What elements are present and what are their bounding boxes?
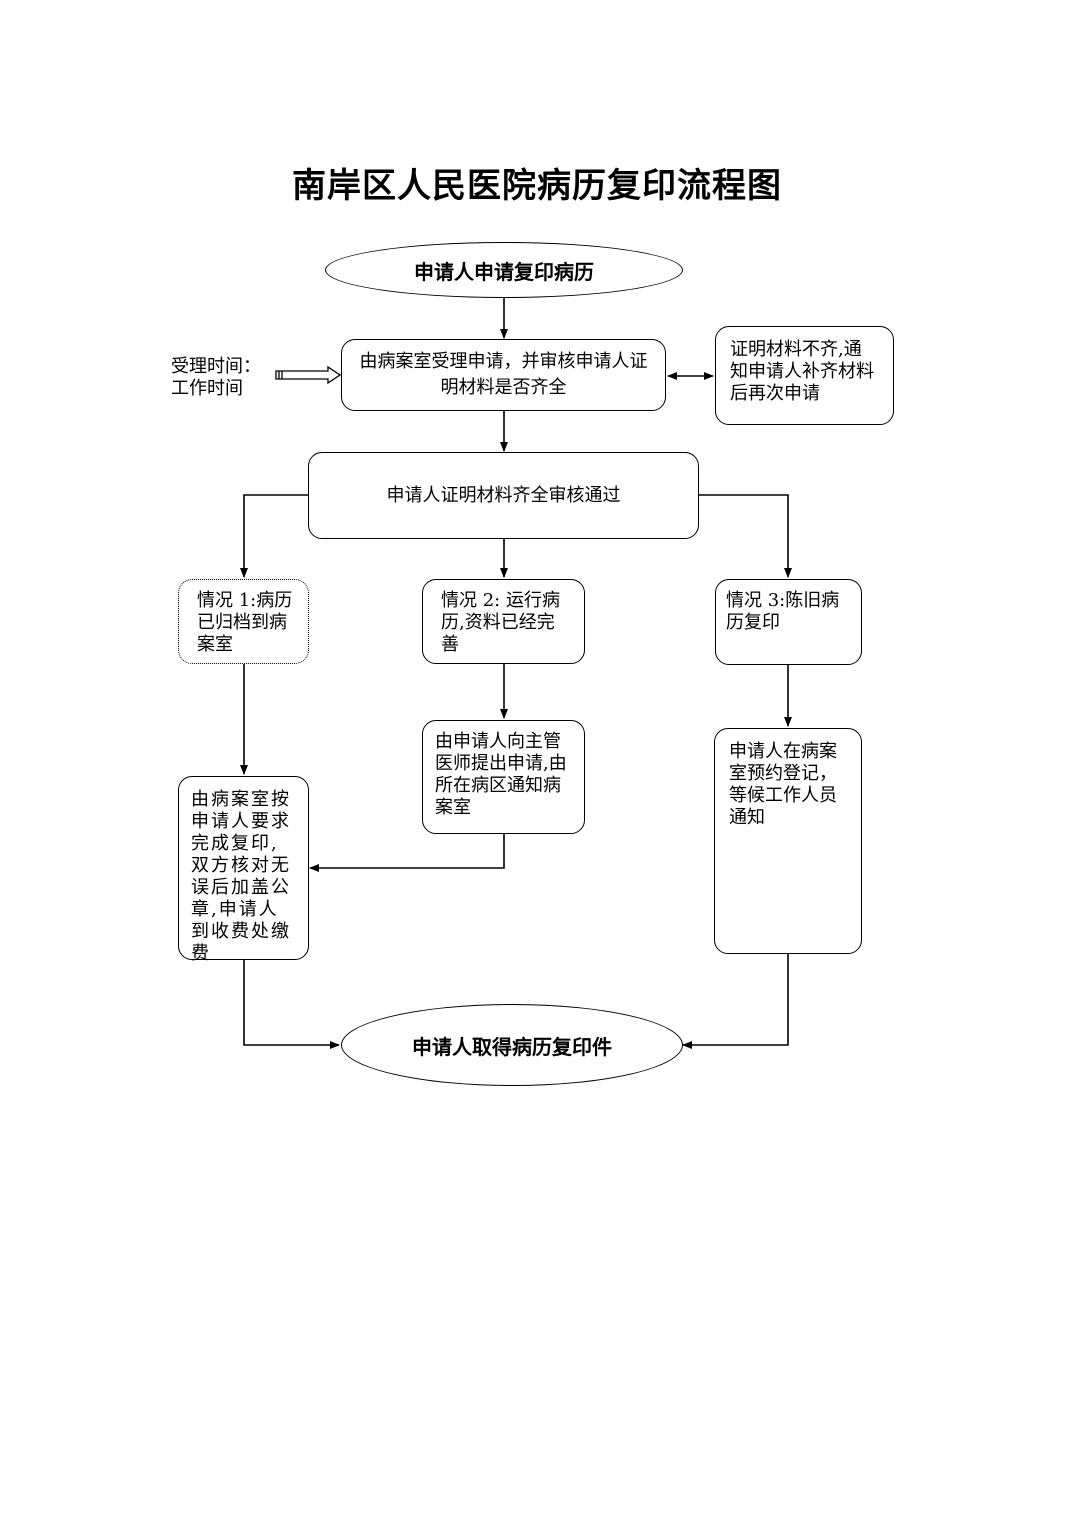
arrow-case3step-to-end [682, 954, 789, 1049]
case2-box: 情况 2: 运行病历,资料已经完善 [422, 579, 585, 664]
arrow-approved-to-case1 [240, 494, 308, 578]
arrow-case2step-to-case1step [309, 834, 505, 872]
accept-time-note: 受理时间：工作时间 [171, 356, 261, 399]
case3-step-box: 申请人在病案室预约登记，等候工作人员通知 [714, 728, 862, 954]
page-title: 南岸区人民医院病历复印流程图 [292, 166, 782, 206]
case2-step-box: 由申请人向主管医师提出申请,由所在病区通知病案室 [422, 720, 585, 834]
incomplete-materials-box: 证明材料不齐,通知申请人补齐材料后再次申请 [715, 326, 894, 425]
case3-box: 情况 3:陈旧病历复印 [715, 579, 862, 665]
arrow-case1step-to-end [243, 960, 340, 1049]
case1-box: 情况 1:病历已归档到病案室 [178, 579, 309, 664]
start-node: 申请人申请复印病历 [325, 242, 683, 298]
case1-step-box: 由病案室按申请人要求完成复印,双方核对无误后加盖公章,申请人到收费处缴费 [178, 776, 309, 964]
approved-box: 申请人证明材料齐全审核通过 [308, 452, 699, 539]
hollow-arrow-icon [275, 365, 342, 385]
accept-review-box: 由病案室受理申请，并审核申请人证明材料是否齐全 [341, 339, 666, 411]
end-node: 申请人取得病历复印件 [341, 1004, 683, 1086]
arrow-approved-to-case3 [698, 494, 792, 578]
